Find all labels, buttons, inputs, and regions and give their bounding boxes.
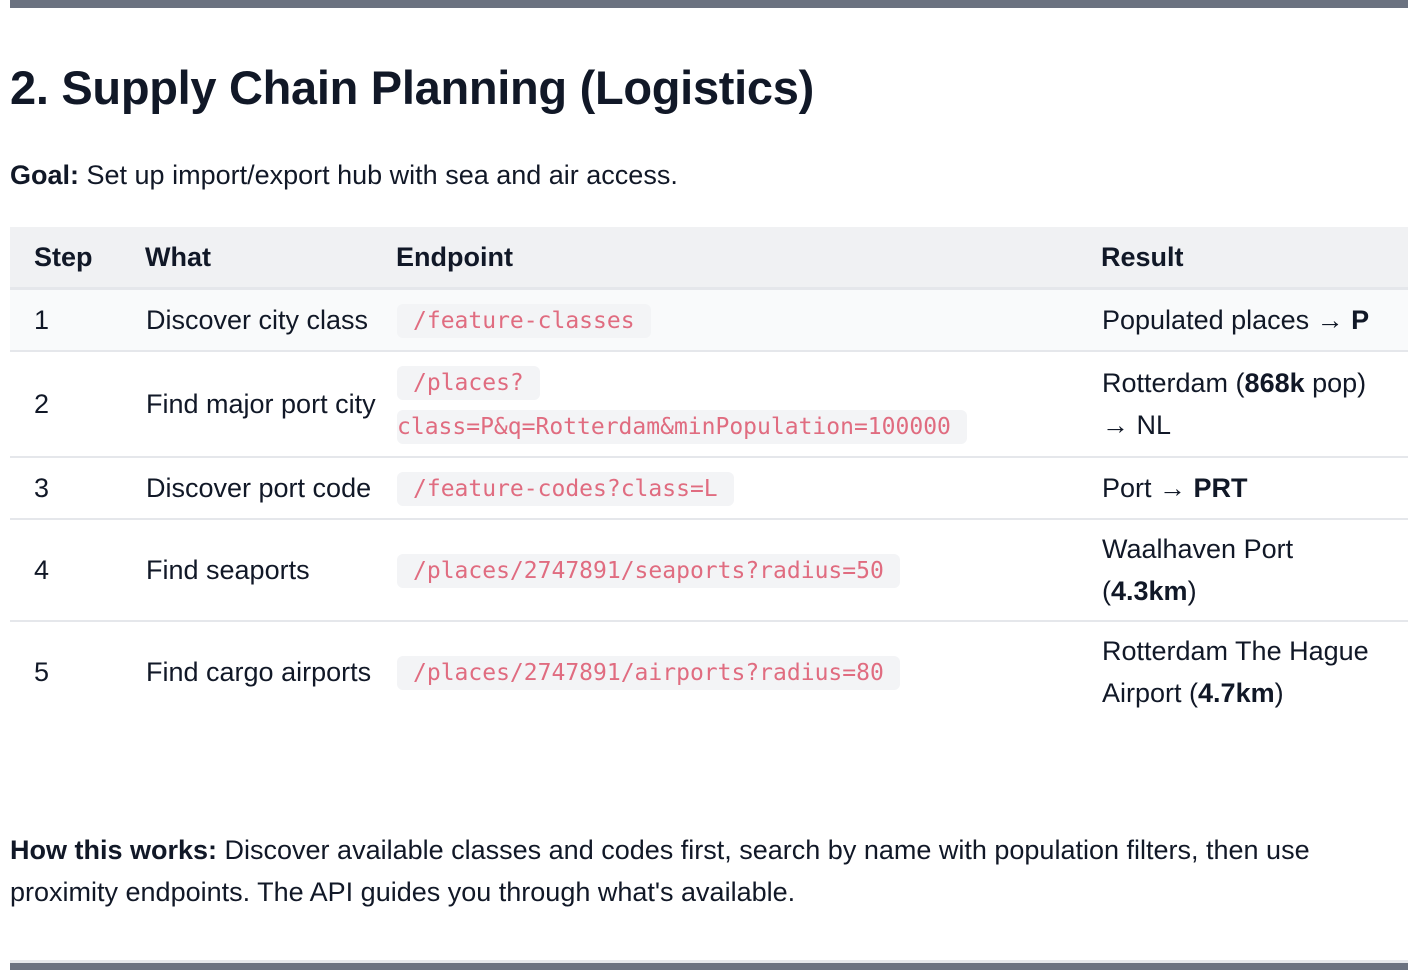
endpoint-cell: /places/2747891/seaports?radius=50 <box>396 519 1101 622</box>
step-description: Find major port city <box>145 351 396 458</box>
endpoint-code: /places/2747891/seaports?radius=50 <box>397 554 900 588</box>
goal-text: Set up import/export hub with sea and ai… <box>79 160 678 190</box>
endpoint-code: /feature-codes?class=L <box>397 472 734 506</box>
result-text: Waalhaven Port ( <box>1102 534 1294 606</box>
table-row: 3 Discover port code /feature-codes?clas… <box>10 457 1408 520</box>
result-highlight: P <box>1351 305 1370 335</box>
how-it-works-paragraph: How this works: Discover available class… <box>10 829 1408 913</box>
result-text-tail: pop) → NL <box>1102 368 1367 440</box>
step-description: Find seaports <box>145 519 396 622</box>
bottom-divider-bar <box>10 963 1408 970</box>
header-endpoint: Endpoint <box>396 227 1101 290</box>
goal-paragraph: Goal: Set up import/export hub with sea … <box>10 157 678 193</box>
step-description: Discover city class <box>145 288 396 352</box>
steps-table: Step What Endpoint Result 1 Discover cit… <box>10 227 1408 722</box>
result-cell: Populated places → P <box>1101 288 1408 352</box>
step-number: 3 <box>10 457 145 520</box>
step-number: 1 <box>10 288 145 352</box>
goal-label: Goal: <box>10 160 80 190</box>
endpoint-code: /places/2747891/airports?radius=80 <box>397 656 900 690</box>
result-text: Port → <box>1102 473 1194 503</box>
header-result: Result <box>1101 227 1408 290</box>
table-header-row: Step What Endpoint Result <box>10 227 1408 290</box>
bottom-divider-line <box>10 960 1408 963</box>
table-row: 2 Find major port city /places? class=P&q… <box>10 351 1408 458</box>
step-number: 2 <box>10 351 145 458</box>
endpoint-code: /feature-classes <box>397 304 651 338</box>
result-text: Rotterdam ( <box>1102 368 1245 398</box>
result-cell: Rotterdam (868k pop) → NL <box>1101 351 1408 458</box>
table-row: 4 Find seaports /places/2747891/seaports… <box>10 519 1408 622</box>
step-description: Find cargo airports <box>146 657 372 687</box>
how-it-works-text: Discover available classes and codes fir… <box>10 835 1310 907</box>
table-row: 1 Discover city class /feature-classes P… <box>10 288 1408 352</box>
result-highlight: 4.7km <box>1198 678 1275 708</box>
endpoint-code-line1: /places? <box>397 366 540 400</box>
endpoint-cell: /places/2747891/airports?radius=80 <box>396 621 1101 722</box>
endpoint-cell: /places? class=P&q=Rotterdam&minPopulatio… <box>396 351 1101 458</box>
result-highlight: 4.3km <box>1111 576 1188 606</box>
step-number: 5 <box>34 657 50 687</box>
table-row: 5 Find cargo airports /places/2747891/ai… <box>10 621 1408 722</box>
how-it-works-label: How this works: <box>10 835 218 865</box>
endpoint-cell: /feature-codes?class=L <box>396 457 1101 520</box>
result-text-tail: ) <box>1187 576 1197 606</box>
result-text: Rotterdam The Hague Airport ( <box>1102 636 1369 708</box>
section-title: 2. Supply Chain Planning (Logistics) <box>10 61 814 114</box>
result-cell: Waalhaven Port (4.3km) <box>1101 519 1408 622</box>
top-divider-bar <box>10 0 1408 8</box>
result-cell: Rotterdam The Hague Airport (4.7km) <box>1101 621 1408 722</box>
result-text: Populated places → <box>1102 305 1352 335</box>
step-number: 4 <box>10 519 145 622</box>
endpoint-cell: /feature-classes <box>396 288 1101 352</box>
result-highlight: 868k <box>1244 368 1305 398</box>
endpoint-code-line2: class=P&q=Rotterdam&minPopulation=100000 <box>397 410 967 444</box>
header-step: Step <box>10 227 145 290</box>
result-highlight: PRT <box>1193 473 1248 503</box>
result-text-tail: ) <box>1274 678 1284 708</box>
result-cell: Port → PRT <box>1101 457 1408 520</box>
header-what: What <box>145 227 396 290</box>
step-description: Discover port code <box>145 457 396 520</box>
